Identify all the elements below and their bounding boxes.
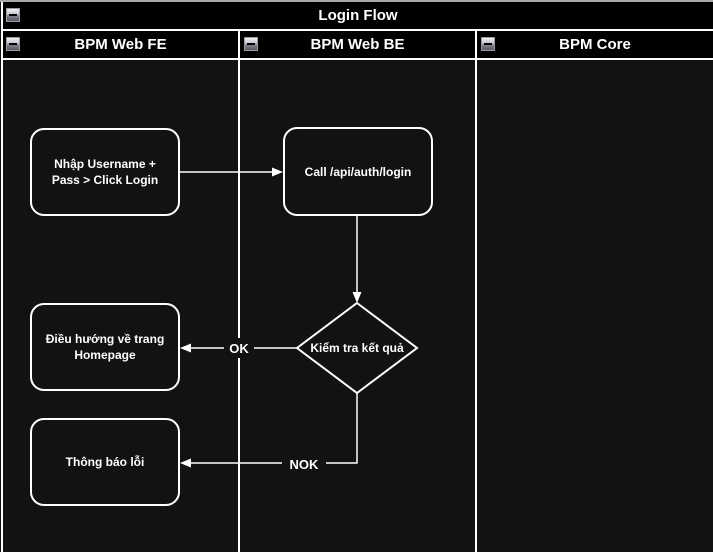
lane-header-divider (1, 58, 713, 60)
edge-label-nok[interactable]: NOK (282, 454, 326, 474)
lane-title: BPM Core (559, 36, 631, 53)
arrowhead-down-icon (352, 292, 362, 303)
pool-left-border (1, 2, 3, 555)
edge-label-ok[interactable]: OK (224, 338, 254, 358)
minus-collapse-icon (484, 43, 492, 45)
node-call-login-api[interactable]: Call /api/auth/login (283, 127, 433, 216)
node-label: Kiểm tra kết quả (310, 341, 404, 355)
edge-label-text: NOK (289, 456, 319, 472)
decision-diamond-shape[interactable] (295, 301, 419, 395)
edge-label-text: OK (229, 340, 249, 356)
lane-header-bpm-core[interactable]: BPM Core (477, 31, 713, 58)
lane-title: BPM Web FE (74, 36, 167, 53)
node-input-credentials[interactable]: Nhập Username + Pass > Click Login (30, 128, 180, 216)
minus-collapse-icon (9, 14, 17, 16)
lane-header-bpm-web-fe[interactable]: BPM Web FE (3, 31, 238, 58)
pool-bottom-border (0, 552, 713, 555)
pool-title-divider (1, 29, 713, 31)
pool-collapse-button[interactable] (6, 8, 20, 22)
lane2-collapse-button[interactable] (244, 37, 258, 51)
node-show-error[interactable]: Thông báo lỗi (30, 418, 180, 506)
node-navigate-homepage[interactable]: Điều hướng về trang Homepage (30, 303, 180, 391)
minus-collapse-icon (9, 43, 17, 45)
lane-title: BPM Web BE (310, 36, 405, 53)
canvas-top-edge (0, 0, 713, 2)
node-label: Nhập Username + Pass > Click Login (51, 157, 159, 187)
lane1-collapse-button[interactable] (6, 37, 20, 51)
lane3-collapse-button[interactable] (481, 37, 495, 51)
node-check-result-label[interactable]: Kiểm tra kết quả (297, 334, 417, 362)
minus-collapse-icon (247, 43, 255, 45)
node-label: Call /api/auth/login (304, 164, 412, 179)
node-label: Điều hướng về trang Homepage (45, 332, 165, 362)
lane-divider-1 (238, 31, 240, 552)
lane-header-bpm-web-be[interactable]: BPM Web BE (240, 31, 475, 58)
edge-check-to-error[interactable] (188, 393, 358, 464)
pool-title-bar[interactable]: Login Flow (3, 2, 713, 29)
arrowhead-left-icon (180, 458, 191, 468)
arrowhead-left-icon (180, 343, 191, 353)
node-label: Thông báo lỗi (65, 455, 145, 469)
lane-divider-2 (475, 31, 477, 552)
pool-title: Login Flow (318, 7, 398, 24)
arrowhead-right-icon (272, 167, 283, 177)
